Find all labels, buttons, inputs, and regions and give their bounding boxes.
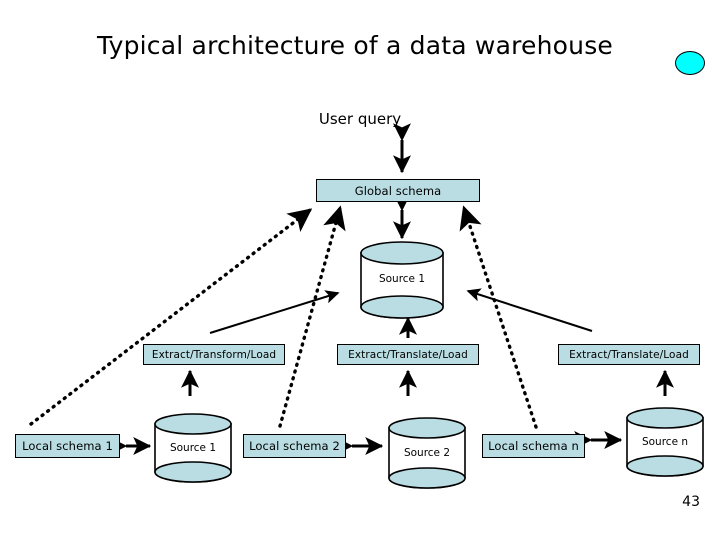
- cyan-circle-icon: [675, 51, 705, 75]
- dotted-arrow-localschema1-globalschema: [29, 208, 313, 426]
- etl-box-1[interactable]: Extract/Transform/Load: [143, 344, 285, 365]
- local-schema-box-n[interactable]: Local schema n: [482, 434, 585, 458]
- etl-box-2[interactable]: Extract/Translate/Load: [337, 344, 479, 365]
- source-cylinder-2[interactable]: Source 2: [386, 416, 468, 490]
- source-cylinder-n[interactable]: Source n: [624, 406, 706, 478]
- dotted-arrow-localschemaN-globalschema: [459, 205, 538, 429]
- user-query-label: User query: [318, 110, 402, 128]
- local-schema-box-2[interactable]: Local schema 2: [243, 434, 346, 458]
- source-cylinder-1[interactable]: Source 1: [152, 412, 234, 484]
- warehouse-cylinder-label: Source 1: [378, 273, 426, 285]
- page-number: 43: [682, 494, 700, 510]
- page-title: Typical architecture of a data warehouse: [97, 31, 613, 60]
- global-schema-box[interactable]: Global schema: [316, 179, 480, 202]
- warehouse-cylinder[interactable]: Source 1: [358, 240, 446, 320]
- etl-box-3[interactable]: Extract/Translate/Load: [558, 344, 700, 365]
- arrow-right-solid-to-warehouse: [466, 288, 593, 332]
- local-schema-box-1[interactable]: Local schema 1: [15, 434, 120, 458]
- source-cylinder-1-label: Source 1: [169, 442, 217, 454]
- source-cylinder-n-label: Source n: [641, 436, 689, 448]
- arrow-left-solid-to-warehouse: [209, 290, 340, 334]
- source-cylinder-2-label: Source 2: [403, 447, 451, 459]
- dotted-arrow-localschema2-globalschema: [278, 205, 346, 428]
